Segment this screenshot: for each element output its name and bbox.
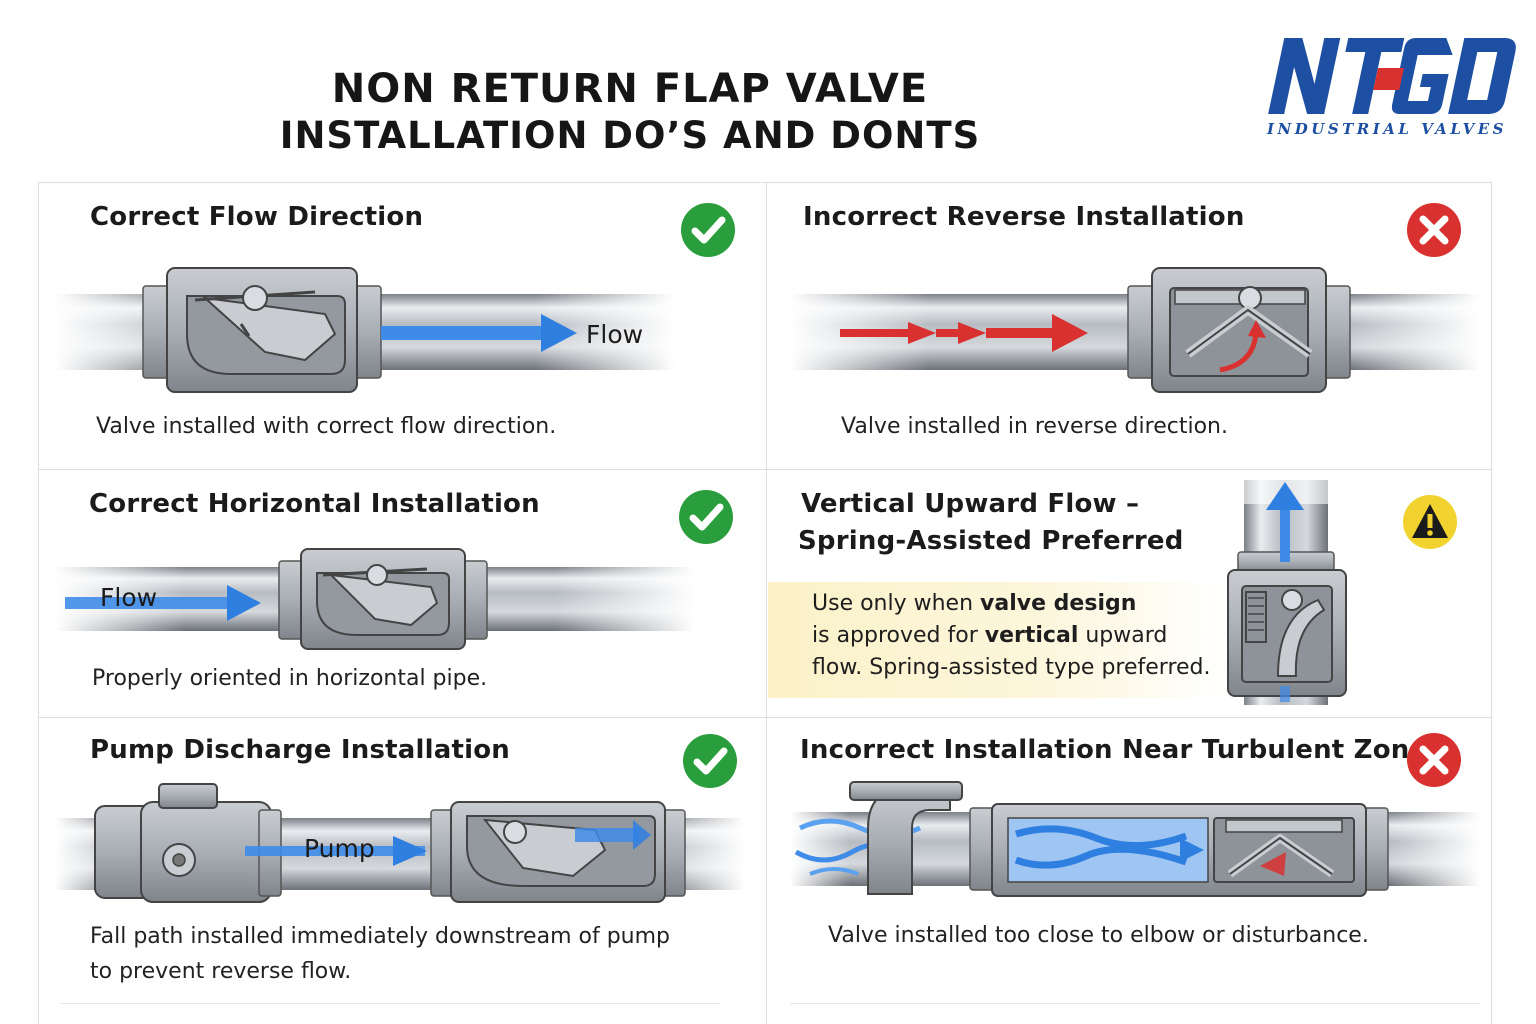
check-icon	[681, 203, 735, 257]
vertical-note-highlight	[768, 582, 1228, 698]
cross-icon	[1407, 733, 1461, 787]
panel-reverse-title: Incorrect Reverse Installation	[803, 202, 1245, 232]
logo-subtitle: INDUSTRIAL VALVES	[1267, 120, 1507, 138]
grid-divider-row-2	[38, 717, 1492, 718]
panel-correct-flow-title: Correct Flow Direction	[90, 202, 424, 232]
vertical-note-text: Use only when valve design is approved f…	[812, 588, 1211, 684]
cross-icon	[1407, 203, 1461, 257]
panel-turbulent-caption: Valve installed too close to elbow or di…	[828, 923, 1369, 948]
panel-vertical-title-line-2: Spring-Assisted Preferred	[798, 526, 1184, 556]
horizontal-install-illustration	[55, 548, 695, 650]
pump-label: Pump	[304, 834, 375, 863]
grid-divider-vertical	[766, 182, 767, 1024]
flow-label: Flow	[100, 583, 158, 612]
vertical-flow-illustration	[1227, 480, 1347, 705]
page-title: NON RETURN FLAP VALVE INSTALLATION DO’S …	[240, 66, 1020, 160]
warning-icon	[1403, 495, 1457, 549]
turbulent-zone-illustration	[790, 781, 1480, 897]
panel-correct-flow-caption: Valve installed with correct flow direct…	[96, 414, 557, 439]
panel-horizontal-title: Correct Horizontal Installation	[89, 489, 540, 519]
grid-footer-line-left	[60, 1003, 720, 1004]
panel-pump-caption-line-2: to prevent reverse flow.	[90, 959, 352, 984]
correct-flow-illustration	[55, 267, 675, 393]
ntgd-logo	[1268, 38, 1516, 114]
note-line-3: flow. Spring-assisted type preferred.	[812, 655, 1211, 680]
pump-discharge-illustration	[55, 783, 745, 903]
grid-footer-line-right	[790, 1003, 1480, 1004]
note-line-2-bold: vertical	[984, 623, 1079, 648]
title-line-1: NON RETURN FLAP VALVE	[331, 66, 929, 112]
note-line-1-text: Use only when	[812, 591, 981, 616]
note-line-2-text: is approved for	[812, 623, 985, 648]
check-icon	[679, 490, 733, 544]
title-line-2: INSTALLATION DO’S AND DONTS	[279, 114, 981, 157]
panel-turbulent-title: Incorrect Installation Near Turbulent Zo…	[800, 735, 1428, 765]
panel-pump-title: Pump Discharge Installation	[90, 735, 510, 765]
panel-horizontal-caption: Properly oriented in horizontal pipe.	[92, 666, 488, 691]
grid-divider-row-1	[38, 469, 1492, 470]
note-line-1-bold: valve design	[980, 591, 1137, 616]
panel-pump-caption-line-1: Fall path installed immediately downstre…	[90, 924, 670, 949]
panel-reverse-caption: Valve installed in reverse direction.	[841, 414, 1228, 439]
flow-label: Flow	[586, 320, 644, 349]
reverse-install-illustration	[790, 267, 1480, 393]
note-line-2-tail: upward	[1078, 623, 1168, 648]
panel-vertical-title-line-1: Vertical Upward Flow –	[801, 489, 1140, 519]
check-icon	[683, 734, 737, 788]
